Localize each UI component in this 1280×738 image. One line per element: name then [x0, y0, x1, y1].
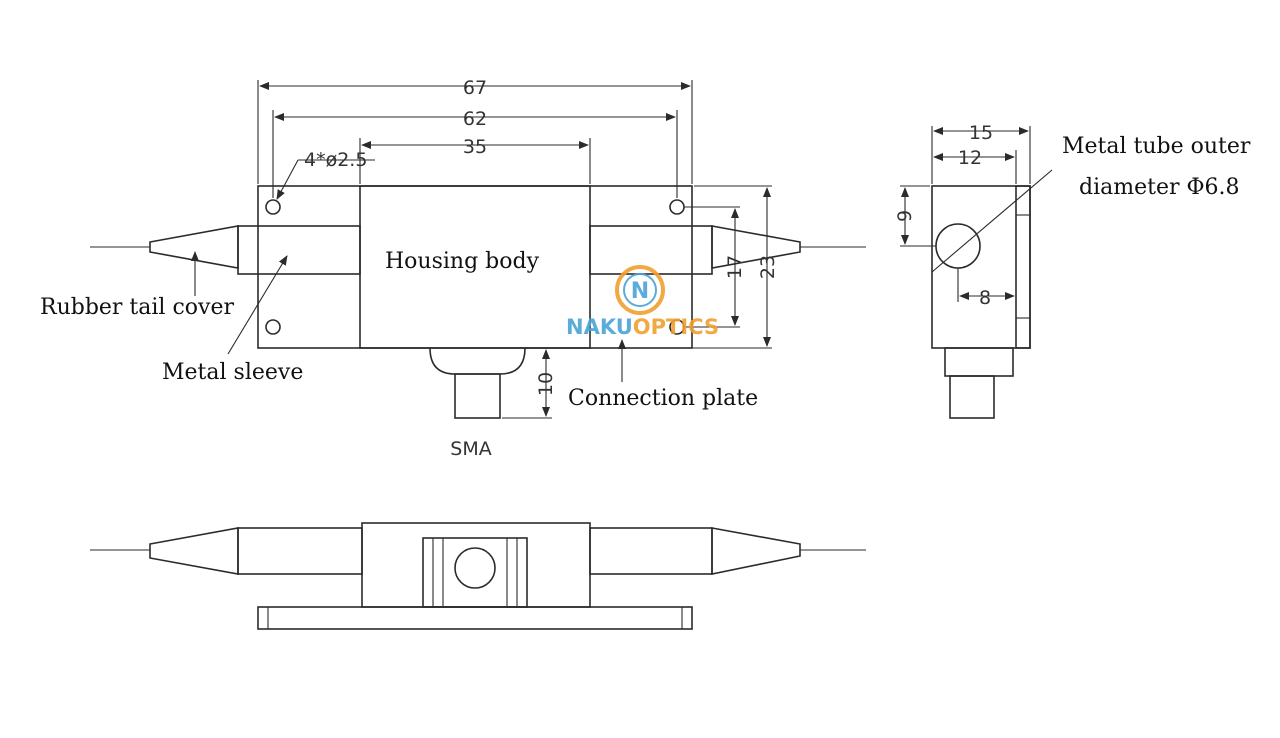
label-connection-plate: Connection plate: [568, 386, 758, 411]
dim-9: 9: [894, 210, 916, 222]
left-metal-sleeve: [237, 225, 361, 275]
dim-hole-spec: 4*ø2.5: [304, 149, 367, 171]
watermark-text-part1: NAKU: [566, 315, 633, 339]
watermark-logo-inner: [623, 273, 657, 307]
right-metal-sleeve: [589, 225, 713, 275]
sma-bump: [429, 347, 526, 375]
dim-15: 15: [969, 122, 993, 144]
metal-sleeve-leader: [227, 255, 288, 355]
watermark-text: NAKUOPTICS: [566, 315, 719, 339]
watermark-logo-ring: [615, 265, 665, 315]
sma-connector: [454, 373, 501, 419]
label-housing-body: Housing body: [385, 249, 540, 274]
mount-hole: [265, 319, 281, 335]
front-base-plate: [257, 606, 693, 630]
front-right-tail: [711, 527, 801, 575]
metal-tube-leader: [931, 169, 1053, 273]
side-view: 15 12 9 8 Metal tube outer diameter Φ6.8: [894, 122, 1251, 419]
watermark: N NAKUOPTICS: [566, 265, 719, 339]
mount-hole: [265, 199, 281, 215]
dim-10: 10: [535, 372, 557, 396]
front-left-tail: [149, 527, 239, 575]
watermark-logo-letter: N: [631, 279, 649, 304]
dim-8: 8: [979, 287, 991, 309]
top-view: 67 62 35 4*ø2.5 23 17 10 Hous: [40, 77, 866, 460]
metal-tube-circle: [935, 223, 981, 269]
front-sma-circle: [454, 547, 496, 589]
front-housing: [361, 522, 591, 608]
left-rubber-tail: [149, 225, 239, 269]
dim-23: 23: [757, 255, 779, 279]
dim-62: 62: [463, 108, 487, 130]
dim-35: 35: [463, 136, 487, 158]
side-flange: [1015, 185, 1031, 349]
side-sma-base: [944, 347, 1014, 377]
label-metal-sleeve: Metal sleeve: [162, 360, 303, 385]
label-metal-tube-line1: Metal tube outer: [1062, 134, 1251, 159]
dim-67: 67: [463, 77, 487, 99]
label-metal-tube-line2: diameter Φ6.8: [1079, 175, 1240, 200]
dim-12: 12: [958, 147, 982, 169]
label-sma: SMA: [450, 438, 491, 460]
watermark-text-part2: OPTICS: [633, 315, 719, 339]
front-left-sleeve: [237, 527, 363, 575]
dim-17: 17: [724, 255, 746, 279]
side-sma-connector: [949, 375, 995, 419]
front-right-sleeve: [589, 527, 713, 575]
label-rubber-tail-cover: Rubber tail cover: [40, 295, 234, 320]
mount-hole: [669, 199, 685, 215]
front-view: [90, 522, 866, 630]
